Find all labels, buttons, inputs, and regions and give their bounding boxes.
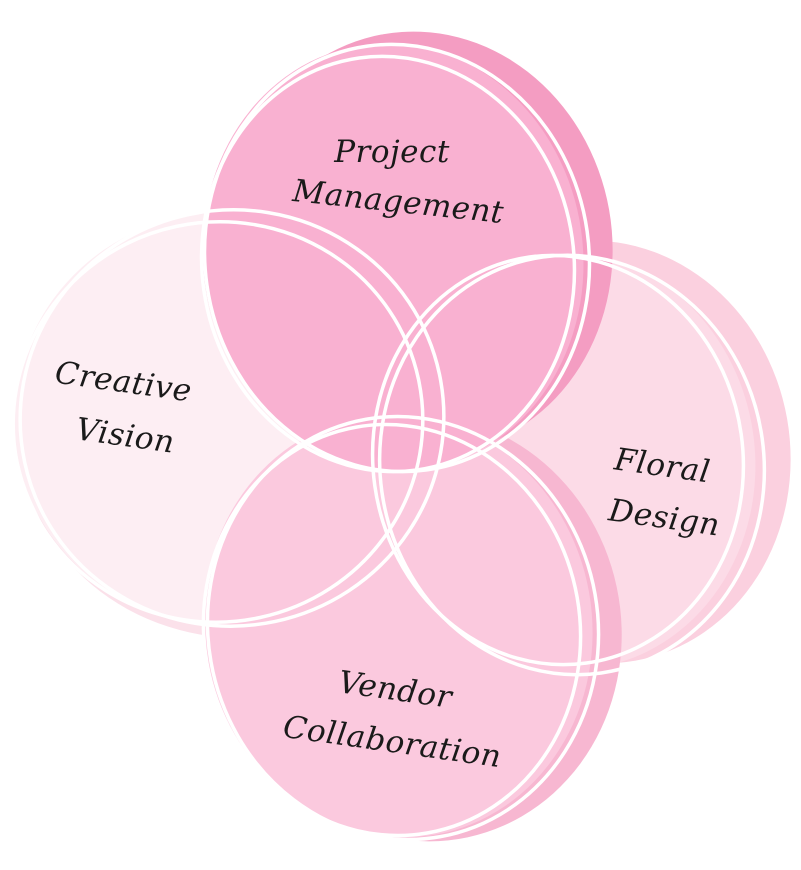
outline-rings bbox=[11, 42, 767, 842]
circle-project-management-fill bbox=[202, 43, 584, 471]
label-project-management-line-1: Project bbox=[333, 134, 450, 170]
circle-vendor-collaboration bbox=[203, 414, 622, 842]
ring-vendor-collaboration-outer bbox=[205, 414, 601, 842]
circle-vendor-collaboration-fill bbox=[203, 414, 593, 838]
circle-project-management bbox=[202, 31, 613, 471]
ring-project-management-inner bbox=[199, 54, 577, 474]
ring-floral-design-inner bbox=[370, 253, 746, 667]
label-project-management: Project bbox=[333, 134, 450, 170]
ring-creative-vision-outer bbox=[18, 208, 446, 628]
ring-creative-vision-inner bbox=[11, 220, 425, 624]
ring-vendor-collaboration-inner bbox=[201, 422, 583, 838]
